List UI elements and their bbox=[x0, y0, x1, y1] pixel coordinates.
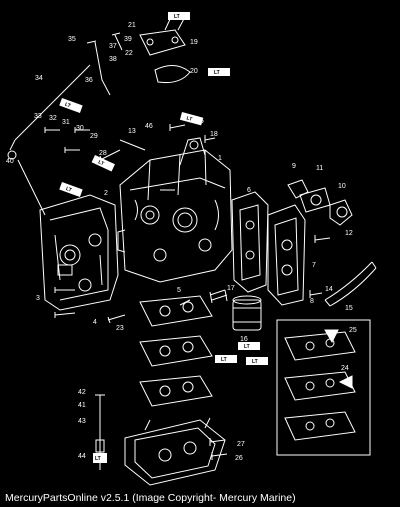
exploded-parts-diagram: LT LT LT LT LT LT LT LT LT LT 1 2 3 4 5 … bbox=[6, 12, 377, 486]
callout-46: 46 bbox=[145, 123, 153, 130]
thermostat-housing bbox=[287, 179, 353, 226]
callout-45: 45 bbox=[196, 118, 204, 125]
copyright-caption: MercuryPartsOnline v2.5.1 (Image Copyrig… bbox=[5, 492, 296, 504]
callout-13: 13 bbox=[128, 128, 136, 135]
svg-text:LT: LT bbox=[95, 456, 101, 462]
callout-15: 15 bbox=[345, 305, 353, 312]
callout-38: 38 bbox=[109, 56, 117, 63]
oil-filter bbox=[209, 289, 262, 331]
callout-18: 18 bbox=[210, 131, 218, 138]
callout-42: 42 bbox=[78, 389, 86, 396]
callout-39: 39 bbox=[124, 36, 132, 43]
callout-35: 35 bbox=[68, 36, 76, 43]
callout-36: 36 bbox=[85, 77, 93, 84]
callout-26: 26 bbox=[235, 455, 243, 462]
callout-34: 34 bbox=[35, 75, 43, 82]
svg-text:LT: LT bbox=[65, 186, 72, 194]
callout-numbers: 1 2 3 4 5 6 7 8 9 10 11 12 13 14 15 16 1… bbox=[6, 22, 357, 462]
top-bracket bbox=[139, 14, 191, 83]
callout-27: 27 bbox=[237, 441, 245, 448]
bolts bbox=[44, 32, 331, 470]
cylinder-head bbox=[231, 191, 306, 306]
callout-25: 25 bbox=[349, 327, 357, 334]
callout-23: 23 bbox=[116, 325, 124, 332]
callout-33: 33 bbox=[34, 113, 42, 120]
svg-text:LT: LT bbox=[244, 344, 250, 350]
callout-12a: 12 bbox=[345, 230, 353, 237]
callout-29: 29 bbox=[90, 133, 98, 140]
callout-5: 5 bbox=[177, 287, 181, 294]
callout-20: 20 bbox=[190, 68, 198, 75]
callout-28: 28 bbox=[99, 150, 107, 157]
callout-43: 43 bbox=[78, 418, 86, 425]
callout-44: 44 bbox=[78, 453, 86, 460]
callout-19: 19 bbox=[190, 39, 198, 46]
callout-22: 22 bbox=[125, 50, 133, 57]
callout-4: 4 bbox=[93, 319, 97, 326]
callout-14: 14 bbox=[325, 286, 333, 293]
callout-31: 31 bbox=[62, 119, 70, 126]
callout-11: 11 bbox=[316, 165, 323, 172]
svg-text:LT: LT bbox=[174, 14, 180, 20]
crankcase-cover bbox=[39, 194, 119, 311]
lt-tags: LT LT LT LT LT LT LT LT LT LT bbox=[59, 12, 268, 463]
svg-text:LT: LT bbox=[97, 159, 105, 167]
dipstick bbox=[7, 40, 111, 216]
callout-17: 17 bbox=[227, 285, 235, 292]
svg-text:LT: LT bbox=[214, 70, 220, 76]
svg-text:LT: LT bbox=[221, 357, 227, 363]
svg-text:LT: LT bbox=[252, 359, 258, 365]
svg-text:LT: LT bbox=[64, 102, 71, 110]
callout-9: 9 bbox=[292, 163, 296, 170]
callout-1: 1 bbox=[218, 155, 222, 162]
callout-8: 8 bbox=[310, 298, 314, 305]
callout-2: 2 bbox=[104, 190, 108, 197]
cylinder-block bbox=[117, 137, 233, 283]
callout-7: 7 bbox=[312, 262, 316, 269]
gasket-stack bbox=[139, 295, 213, 407]
callout-32: 32 bbox=[49, 115, 57, 122]
callout-6: 6 bbox=[247, 187, 251, 194]
callout-21: 21 bbox=[128, 22, 136, 29]
hose bbox=[324, 261, 377, 307]
callout-16: 16 bbox=[240, 336, 248, 343]
inset-box bbox=[276, 319, 371, 456]
adapter-plate bbox=[124, 417, 226, 486]
callout-37: 37 bbox=[109, 43, 117, 50]
callout-10: 10 bbox=[338, 183, 346, 190]
callout-30: 30 bbox=[76, 125, 84, 132]
callout-24: 24 bbox=[341, 365, 349, 372]
callout-3: 3 bbox=[36, 295, 40, 302]
svg-text:LT: LT bbox=[186, 115, 193, 122]
callout-40: 40 bbox=[6, 158, 14, 165]
callout-41: 41 bbox=[78, 402, 86, 409]
